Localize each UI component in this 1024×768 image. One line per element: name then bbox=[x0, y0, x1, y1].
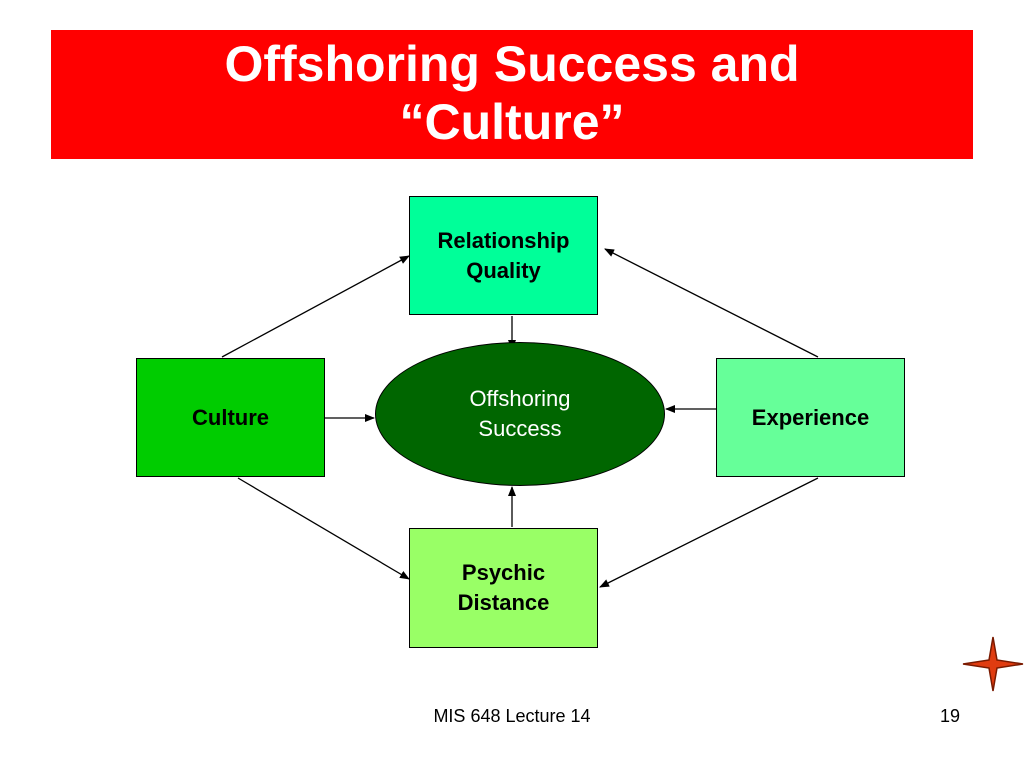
slide-page-number: 19 bbox=[939, 706, 960, 726]
node-psychic-distance: Psychic Distance bbox=[409, 528, 598, 648]
arrow-experience-to-psychic bbox=[599, 477, 819, 588]
node-offshoring-success: Offshoring Success bbox=[375, 342, 665, 486]
slide-title: Offshoring Success and “Culture” bbox=[224, 35, 800, 150]
four-point-star-icon bbox=[962, 636, 1024, 692]
title-bar: Offshoring Success and “Culture” bbox=[51, 30, 973, 159]
arrow-experience-to-relationship bbox=[604, 248, 819, 358]
node-relationship-quality: Relationship Quality bbox=[409, 196, 598, 315]
arrow-culture-to-relationship bbox=[221, 255, 410, 358]
arrow-culture-to-psychic bbox=[237, 477, 410, 580]
node-culture: Culture bbox=[136, 358, 325, 477]
footer-lecture-label: MIS 648 Lecture 14 bbox=[433, 706, 591, 726]
node-experience: Experience bbox=[716, 358, 905, 477]
